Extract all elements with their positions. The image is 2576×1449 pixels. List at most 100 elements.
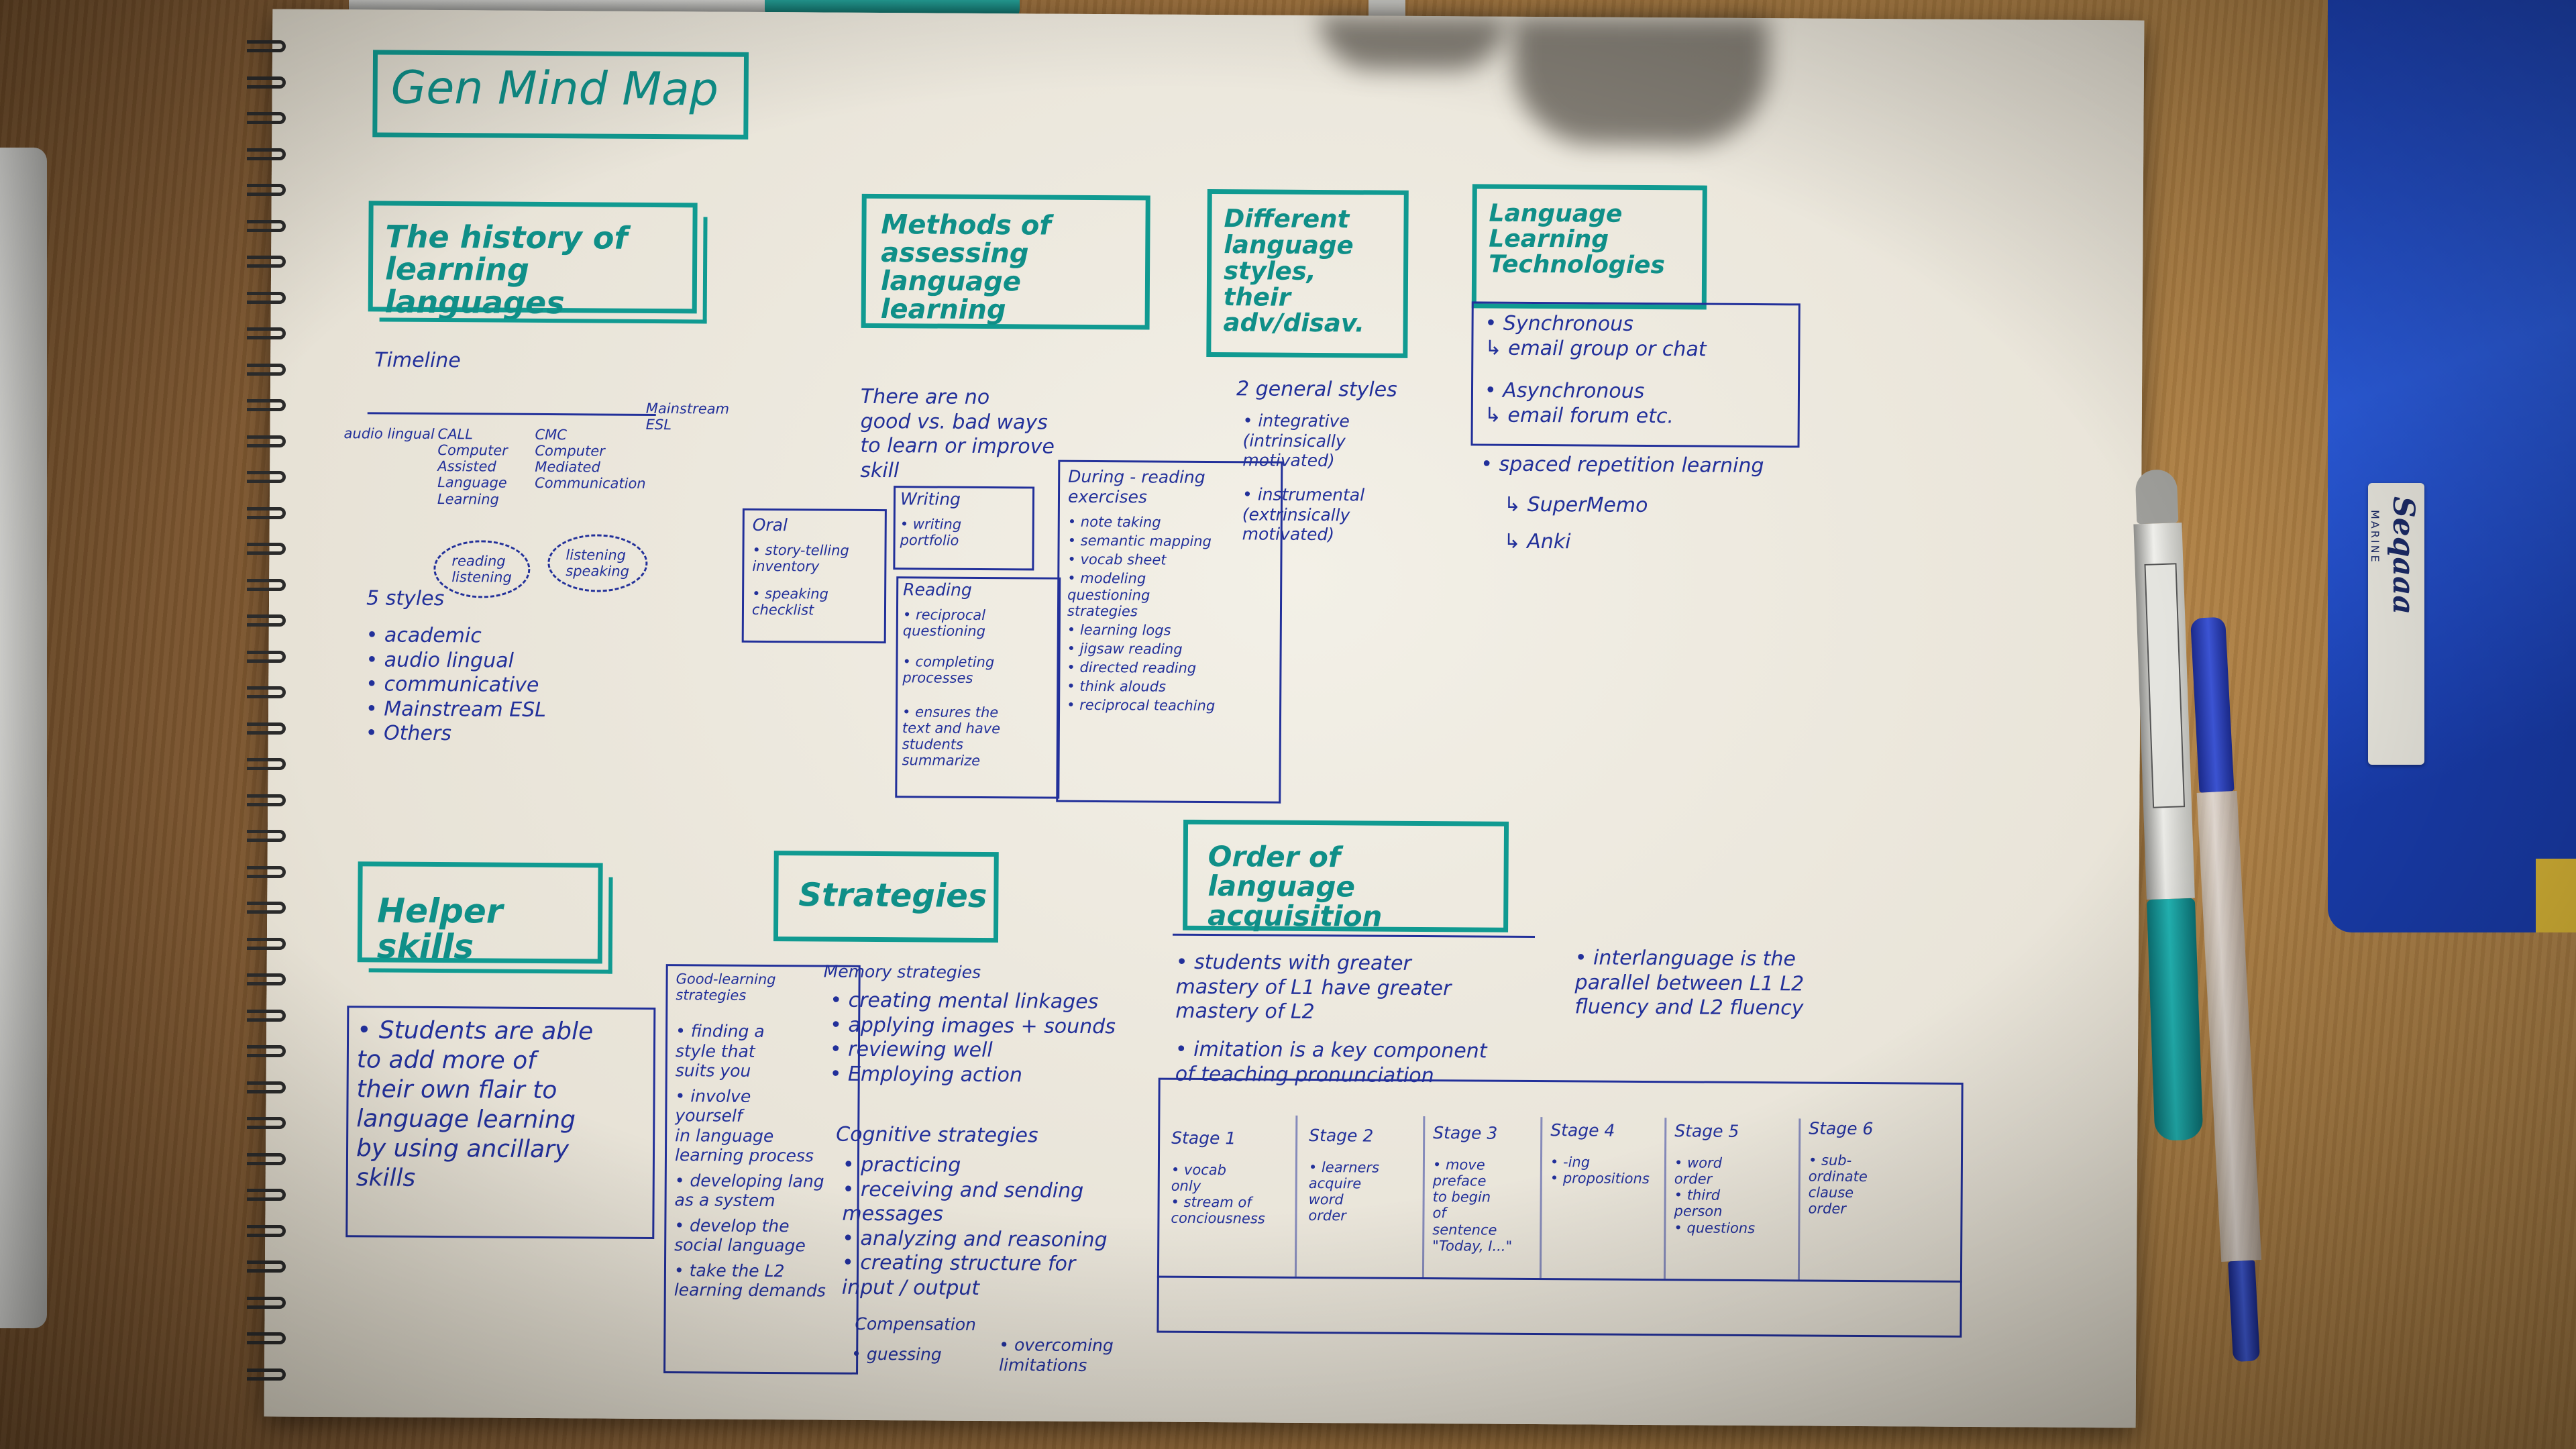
list-item: • Others [365, 721, 451, 746]
styles-item-1: • integrative (intrinsically motivated) [1242, 411, 1350, 471]
stage-3-name: Stage 3 [1433, 1123, 1498, 1143]
tech-item-1: • Synchronous ↳ email group or chat [1485, 311, 1707, 362]
tech-box: Language Learning Technologies [1471, 184, 1707, 310]
list-item: • vocab sheet [1067, 551, 1167, 568]
list-item: • think alouds [1067, 678, 1167, 695]
methods-intro: There are no good vs. bad ways to learn … [860, 384, 1055, 482]
hand-shadow-2 [1318, 15, 1507, 70]
history-box: The history of learning languages [368, 201, 698, 321]
cognitive-heading: Cognitive strategies [836, 1122, 1038, 1148]
pouch-sub: MARINE [2369, 510, 2381, 564]
history-styles-list: • academic • audio lingual • communicati… [366, 623, 547, 747]
stage-2-text: • learners acquire word order [1308, 1159, 1380, 1224]
list-item: • develop the social language [674, 1215, 806, 1256]
side-notebook [0, 148, 47, 1328]
list-item: • learning logs [1067, 621, 1171, 639]
history-title: The history of learning languages [384, 218, 628, 321]
order-box: Order of language acquisition [1183, 819, 1509, 933]
page-title: Gen Mind Map [390, 61, 719, 117]
helper-text: • Students are able to add more of their… [356, 1016, 594, 1192]
list-item: • academic [366, 623, 482, 648]
stage-5-name: Stage 5 [1674, 1121, 1739, 1141]
methods-title: Methods of assessing language learning [880, 209, 1051, 326]
tool-supermemo: ↳ SuperMemo [1503, 492, 1648, 518]
sketch-pad: Gen Mind Map The history of learning lan… [264, 9, 2145, 1428]
reading-heading: Reading [903, 580, 972, 600]
compensation-item-1: • guessing [851, 1344, 942, 1364]
methods-box: Methods of assessing language learning [861, 193, 1150, 330]
stage-4-text: • -ing • propositions [1550, 1154, 1650, 1187]
spaced-repetition: • spaced repetition learning [1481, 452, 1764, 478]
stage-6-text: • sub- ordinate clause order [1808, 1152, 1868, 1218]
timeline-line [367, 412, 656, 416]
writing-heading: Writing [900, 489, 961, 509]
reading-item-1: • reciprocal questioning [902, 606, 986, 640]
pencil-pouch: Seqaaa MARINE [2328, 0, 2576, 932]
list-item: • reviewing well [829, 1037, 993, 1063]
list-item: • involve yourself in language learning … [674, 1085, 814, 1166]
cognitive-list: • practicing • receiving and sending mes… [842, 1153, 1108, 1302]
list-item: • creating mental linkages [830, 988, 1099, 1014]
helper-box: Helper skills [357, 861, 603, 966]
list-item: • jigsaw reading [1067, 640, 1183, 657]
tech-item-2: • Asynchronous ↳ email forum etc. [1484, 378, 1674, 428]
memory-heading: Memory strategies [823, 961, 981, 982]
stage-1-text: • vocab only • stream of conciousness [1171, 1161, 1265, 1227]
list-item: • directed reading [1067, 659, 1197, 677]
strategies-title: Strategies [798, 876, 987, 916]
timeline-item-4: Mainstream ESL [645, 400, 730, 433]
memory-list: • creating mental linkages • applying im… [830, 989, 1116, 1089]
timeline-label: Timeline [374, 348, 461, 373]
list-item: • finding a style that suits you [675, 1021, 765, 1081]
pouch-tag: Seqaaa MARINE [2368, 483, 2424, 765]
during-list: • note taking • semantic mapping • vocab… [1067, 514, 1216, 717]
list-item: • note taking [1067, 513, 1161, 531]
bubble-listening-speaking: listening speaking [547, 534, 648, 593]
list-item: • audio lingual [366, 647, 514, 673]
compensation-heading: Compensation [855, 1313, 977, 1334]
oral-item-1: • story-telling inventory [752, 541, 849, 575]
list-item: • reciprocal teaching [1067, 697, 1216, 714]
good-list: • finding a style that suits you • invol… [674, 1021, 828, 1301]
list-item: • applying images + sounds [830, 1013, 1116, 1038]
good-heading: Good-learning strategies [676, 971, 776, 1004]
tool-anki: ↳ Anki [1503, 529, 1571, 554]
stage-1-name: Stage 1 [1171, 1128, 1236, 1148]
stage-3-text: • move preface to begin of sentence "Tod… [1432, 1157, 1513, 1254]
list-item: • creating structure for input / output [841, 1251, 1076, 1300]
list-item: • Mainstream ESL [365, 697, 547, 722]
tech-title: Language Learning Technologies [1489, 199, 1665, 279]
stage-6-name: Stage 6 [1809, 1118, 1874, 1139]
order-title: Order of language acquisition [1208, 840, 1383, 933]
helper-title: Helper skills [376, 891, 503, 966]
list-item: • modeling questioning strategies [1067, 570, 1150, 620]
list-item: • developing lang as a system [674, 1170, 824, 1211]
during-heading: During - reading exercises [1067, 466, 1205, 506]
timeline-item-3: CMC Computer Mediated Communication [535, 426, 646, 492]
list-item: • practicing [842, 1152, 961, 1177]
styles-title: Different language styles, their adv/dis… [1223, 204, 1365, 338]
order-note-1: • students with greater mastery of L1 ha… [1175, 950, 1452, 1024]
list-item: • take the L2 learning demands [674, 1260, 826, 1301]
styles-box: Different language styles, their adv/dis… [1206, 189, 1409, 358]
teal-marker [2132, 469, 2204, 1141]
oral-heading: Oral [752, 515, 788, 535]
interlanguage-note: • interlanguage is the parallel between … [1574, 946, 1805, 1020]
pouch-zipper [2536, 859, 2576, 932]
hand-shadow [1513, 16, 1769, 146]
styles-heading: 5 styles [366, 586, 445, 611]
list-item: • Employing action [829, 1062, 1023, 1087]
stage-5-text: • word order • third person • questions [1674, 1155, 1756, 1236]
reading-item-3: • ensures the text and have students sum… [902, 704, 1001, 769]
list-item: • communicative [366, 672, 539, 698]
list-item: • analyzing and reasoning [842, 1226, 1108, 1252]
stage-2-name: Stage 2 [1309, 1125, 1374, 1146]
list-item: • semantic mapping [1067, 532, 1212, 550]
reading-item-2: • completing processes [902, 653, 995, 687]
stage-4-name: Stage 4 [1550, 1120, 1615, 1140]
timeline-item-2: CALL Computer Assisted Language Learning [437, 426, 508, 508]
blue-pen [2188, 616, 2267, 1362]
pouch-brand: Seqaaa [2386, 496, 2420, 615]
spiral-binding [247, 40, 294, 1402]
styles-intro: 2 general styles [1236, 377, 1397, 402]
